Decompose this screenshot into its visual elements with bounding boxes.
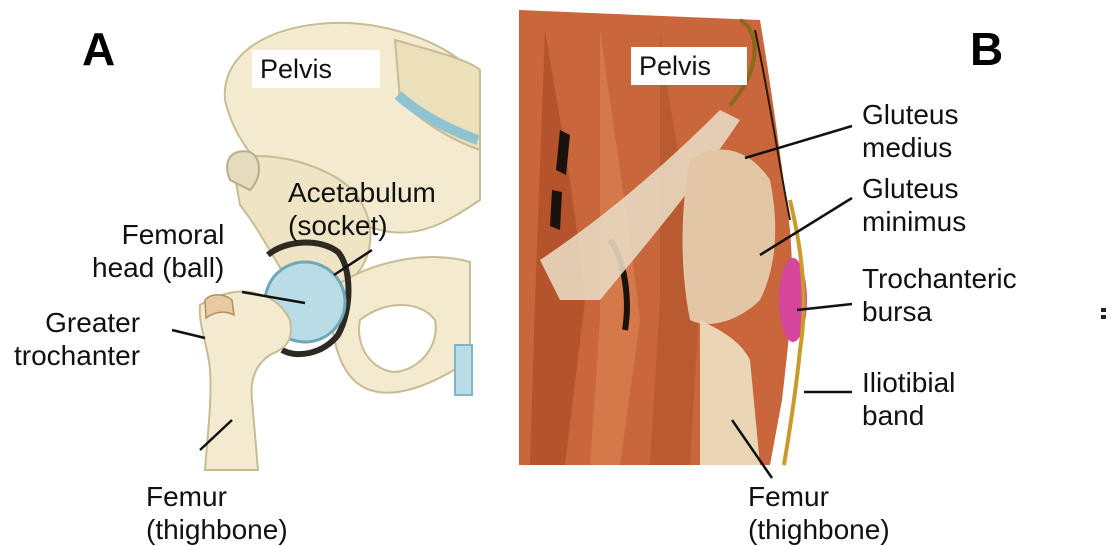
panel-a-letter: A [82, 22, 115, 76]
trochanteric-bursa-label: Trochanteric bursa [862, 262, 1017, 328]
pelvis-label-b: Pelvis [631, 47, 747, 85]
gluteus-minimus-label: Gluteus minimus [862, 172, 966, 238]
iliotibial-band-label: Iliotibial band [862, 366, 955, 432]
greater-trochanter-label: Greater trochanter [14, 306, 140, 372]
femoral-head-label: Femoral head (ball) [92, 218, 224, 284]
edge-mark [1101, 308, 1107, 320]
panel-b-letter: B [970, 22, 1003, 76]
femur-label-a: Femur (thighbone) [146, 480, 288, 546]
gluteus-medius-label: Gluteus medius [862, 98, 959, 164]
femur-label-b: Femur (thighbone) [748, 480, 890, 546]
muscle-shadow-2 [550, 190, 562, 230]
pelvis-label-a: Pelvis [252, 50, 380, 88]
acetabulum-label: Acetabulum (socket) [288, 176, 436, 242]
